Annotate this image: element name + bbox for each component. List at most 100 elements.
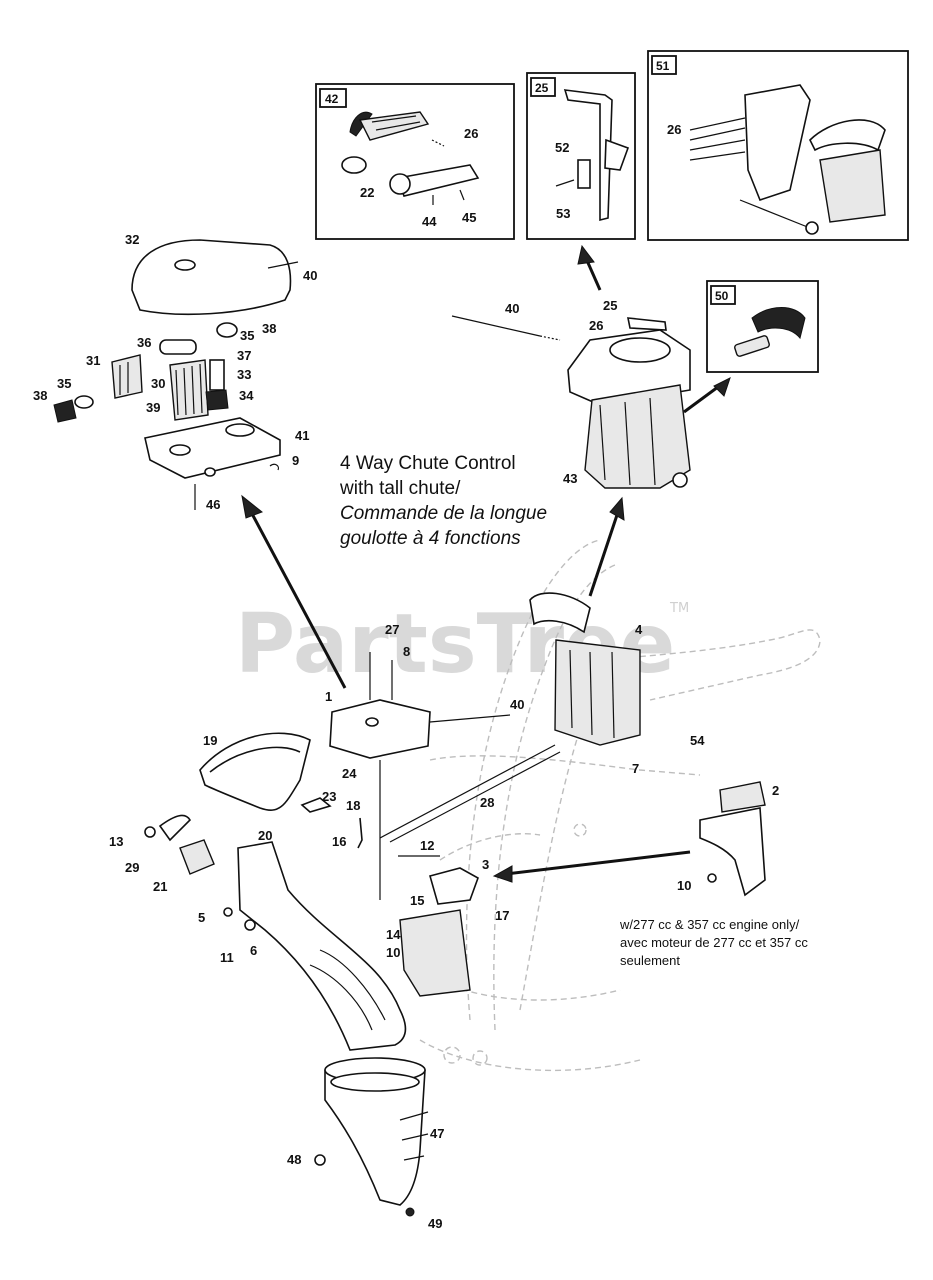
callout-54: 54: [690, 733, 705, 748]
latch-part: [751, 307, 806, 340]
callout-20: 20: [258, 828, 272, 843]
note-line2: with tall chute/: [339, 478, 461, 499]
note-line3: Commande de la longue: [340, 503, 547, 524]
callout-26-box51: 26: [667, 122, 681, 137]
callout-11: 11: [220, 950, 234, 965]
callout-24: 24: [342, 766, 357, 781]
rod-part: [563, 89, 613, 222]
inset-box-25: 25: [526, 72, 636, 240]
handle-assembly: [329, 592, 641, 997]
callout-17: 17: [495, 908, 509, 923]
callout-7: 7: [632, 761, 639, 776]
callout-25: 25: [603, 298, 617, 313]
chute-20: [237, 841, 407, 1051]
callout-27: 27: [385, 622, 399, 637]
grip-4: [529, 592, 591, 634]
callout-26b: 26: [589, 318, 603, 333]
callout-14: 14: [386, 927, 401, 942]
callout-40c: 40: [510, 697, 524, 712]
engine-bracket-2: [699, 781, 766, 897]
callout-6: 6: [250, 943, 257, 958]
gear-31: [111, 354, 143, 399]
callout-45: 45: [462, 210, 476, 225]
callouts: 26 22 44 45 52 53 26 32 40 35 38 36 37 3…: [33, 122, 779, 1231]
bracket-3: [429, 867, 479, 905]
callout-53: 53: [556, 206, 570, 221]
inset-box-51-label: 51: [656, 59, 670, 73]
callout-10: 10: [677, 878, 691, 893]
callout-19: 19: [203, 733, 217, 748]
watermark-trademark: TM: [669, 601, 689, 616]
callout-35: 35: [240, 328, 254, 343]
chute-control-note: 4 Way Chute Control with tall chute/ Com…: [339, 453, 547, 549]
callout-47: 47: [430, 1126, 444, 1141]
trigger-part: [349, 111, 373, 137]
inset-box-25-label: 25: [535, 81, 549, 95]
inset-box-50-label: 50: [715, 289, 729, 303]
engine-note: w/277 cc & 357 cc engine only/ avec mote…: [619, 917, 808, 968]
note-line4: goulotte à 4 fonctions: [340, 528, 521, 549]
bracket-4: [554, 639, 641, 746]
callout-38b: 38: [33, 388, 47, 403]
callout-37: 37: [237, 348, 251, 363]
chute-control-assembly: [53, 239, 299, 510]
bracket-10: [399, 909, 471, 997]
callout-28: 28: [480, 795, 494, 810]
callout-9: 9: [292, 453, 299, 468]
callout-46: 46: [206, 497, 220, 512]
cover-1: [329, 699, 431, 759]
callout-48: 48: [287, 1152, 301, 1167]
shaft-36: [159, 339, 197, 355]
callout-1: 1: [325, 689, 332, 704]
direction-arrows: [241, 244, 731, 883]
gear-30: [169, 359, 209, 421]
callout-5: 5: [198, 910, 205, 925]
callout-3: 3: [482, 857, 489, 872]
engine-note-line1: w/277 cc & 357 cc engine only/: [619, 917, 800, 932]
callout-34: 34: [239, 388, 254, 403]
inset-box-50: 50: [706, 280, 819, 373]
callout-2: 2: [772, 783, 779, 798]
lever-29: [158, 814, 192, 842]
inset-box-51: 51: [647, 50, 909, 241]
inset-box-42-label: 42: [325, 92, 339, 106]
callout-30: 30: [151, 376, 165, 391]
callout-40: 40: [303, 268, 317, 283]
callout-15: 15: [410, 893, 424, 908]
callout-41: 41: [295, 428, 309, 443]
callout-36: 36: [137, 335, 151, 350]
callout-18: 18: [346, 798, 360, 813]
inset-box-42: 42: [315, 83, 515, 240]
callout-10b: 10: [386, 945, 400, 960]
callout-52: 52: [555, 140, 569, 155]
chute-bracket-assembly: [451, 315, 691, 489]
callout-43: 43: [563, 471, 577, 486]
callout-12: 12: [420, 838, 434, 853]
callout-33: 33: [237, 367, 251, 382]
chute-bracket-part: [744, 84, 811, 201]
callout-16: 16: [332, 834, 346, 849]
callout-35b: 35: [57, 376, 71, 391]
engine-note-line3: seulement: [620, 953, 680, 968]
grip-part: [358, 111, 430, 141]
nut-34: [205, 389, 229, 411]
callout-23: 23: [322, 789, 336, 804]
callout-38: 38: [262, 321, 276, 336]
lower-chute-47: [314, 1057, 429, 1217]
callout-39: 39: [146, 400, 160, 415]
nut-38: [53, 399, 77, 423]
callout-21: 21: [153, 879, 167, 894]
callout-8: 8: [403, 644, 410, 659]
callout-26: 26: [464, 126, 478, 141]
callout-22: 22: [360, 185, 374, 200]
bracket-21: [179, 839, 215, 875]
chute-assembly: [144, 732, 407, 1051]
callout-44: 44: [422, 214, 437, 229]
callout-4: 4: [635, 622, 643, 637]
callout-31: 31: [86, 353, 100, 368]
callout-13: 13: [109, 834, 123, 849]
bracket-43: [584, 384, 691, 489]
callout-32: 32: [125, 232, 139, 247]
